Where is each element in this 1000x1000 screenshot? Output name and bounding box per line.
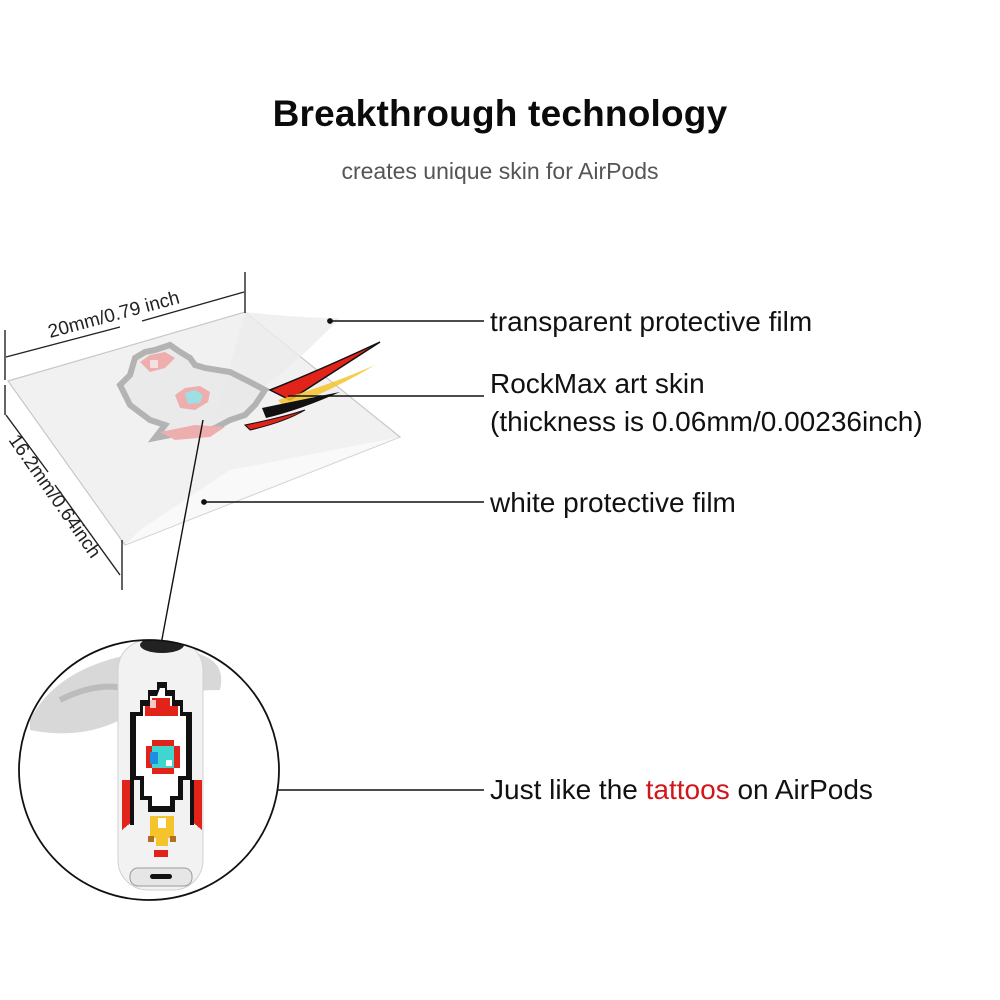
width-dimension <box>4 272 246 380</box>
tattoo-accent: tattoos <box>645 774 730 805</box>
label-tattoos: Just like the tattoos on AirPods <box>490 773 873 807</box>
label-art-skin: RockMax art skin <box>490 368 705 399</box>
label-white-film: white protective film <box>490 487 736 518</box>
peeling-skin-strokes <box>243 341 381 431</box>
pixel-rocket <box>122 682 202 857</box>
film-pixel-art <box>116 341 270 443</box>
tattoo-suffix: on AirPods <box>729 774 873 805</box>
tattoo-prefix: Just like the <box>490 774 646 805</box>
height-dimension <box>4 385 123 590</box>
airpod-magnifier <box>18 639 280 901</box>
label-art-skin-thickness: (thickness is 0.06mm/0.00236inch) <box>490 406 923 437</box>
page-title: Breakthrough technology <box>272 93 728 134</box>
page-subtitle: creates unique skin for AirPods <box>341 158 659 184</box>
label-transparent-film: transparent protective film <box>490 306 813 337</box>
